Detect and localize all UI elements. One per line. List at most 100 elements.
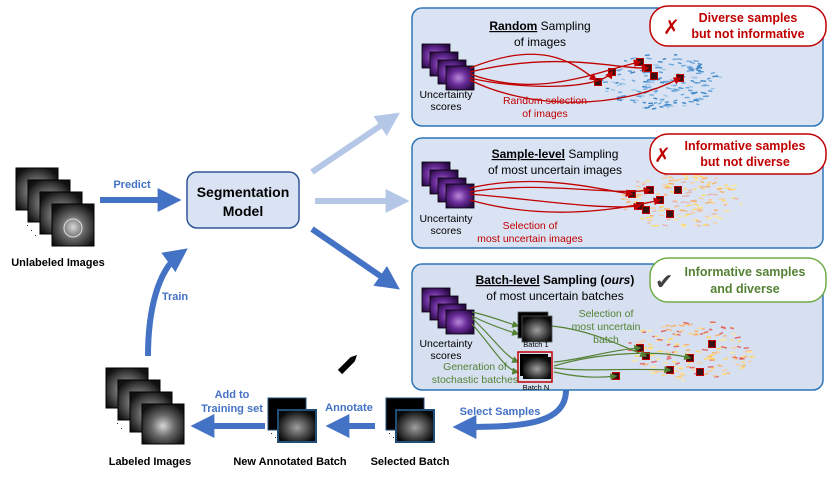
embedding-point — [683, 177, 689, 181]
embedding-point — [718, 338, 725, 342]
embedding-point — [676, 58, 683, 61]
embedding-point — [688, 323, 693, 326]
embedding-point — [708, 354, 715, 357]
embedding-point — [660, 329, 667, 333]
embedding-point — [696, 206, 703, 209]
embedding-point — [710, 367, 715, 370]
embedding-point — [656, 357, 661, 361]
selected-batch-label: Selected Batch — [371, 456, 450, 468]
embedding-point — [734, 336, 741, 339]
embedding-point — [648, 104, 654, 107]
embedding-point — [650, 365, 657, 369]
embedding-point — [673, 99, 678, 103]
embedding-point — [687, 188, 693, 192]
annotate-label: Annotate — [325, 402, 373, 414]
pencil-icon — [337, 355, 357, 375]
batch-uncertainty-line2: scores — [431, 350, 462, 362]
embedding-point — [680, 93, 685, 96]
embedding-point — [667, 176, 672, 179]
embedding-point — [683, 187, 688, 191]
embedding-point — [660, 99, 664, 103]
embedding-point — [635, 185, 641, 188]
embedding-point — [677, 214, 682, 218]
select-samples-label: Select Samples — [460, 406, 541, 418]
embedding-point — [653, 97, 658, 100]
embedding-point — [710, 202, 716, 205]
embedding-point — [692, 188, 697, 191]
embedding-point — [642, 71, 649, 74]
new-annotated-batch-label: New Annotated Batch — [233, 456, 347, 468]
embedding-point — [659, 205, 665, 208]
embedding-point — [696, 209, 702, 212]
embedding-point — [688, 67, 692, 70]
sample-badge-line1: Informative samples — [685, 139, 806, 153]
embedding-point — [716, 216, 723, 220]
sample-uncertainty-line2: scores — [431, 225, 462, 237]
embedding-point — [655, 224, 660, 227]
model-to-random-arrow — [310, 112, 400, 175]
embedding-point — [664, 100, 670, 104]
embedding-point — [640, 217, 645, 220]
batch-level-panel: Batch-level Sampling (ours) of most unce… — [411, 257, 827, 392]
embedding-point — [649, 354, 656, 357]
embedding-point — [666, 355, 671, 359]
embedding-point — [646, 57, 652, 60]
embedding-point — [748, 360, 752, 363]
embedding-point — [675, 369, 680, 373]
embedding-point — [673, 88, 680, 91]
embedding-point — [694, 332, 700, 335]
embedding-point — [697, 220, 702, 224]
embedding-point — [692, 91, 698, 95]
embedding-point — [674, 333, 678, 336]
embedding-point — [666, 217, 671, 221]
embedding-point — [701, 185, 708, 188]
embedding-point — [616, 98, 623, 102]
embedding-point — [675, 362, 680, 365]
embedding-point — [661, 68, 666, 71]
selected-sample-marker — [666, 210, 674, 218]
embedding-point — [711, 181, 717, 185]
random-title-underlined: Random — [489, 19, 537, 33]
embedding-point — [703, 330, 709, 334]
embedding-point — [642, 106, 648, 109]
unlabeled-images-stack: · · · — [15, 167, 95, 247]
embedding-point — [692, 208, 697, 211]
embedding-point — [678, 329, 685, 332]
embedding-point — [646, 221, 651, 225]
embedding-point — [723, 210, 730, 213]
select-samples-arrow — [452, 389, 569, 439]
embedding-point — [736, 345, 742, 349]
embedding-point — [700, 180, 705, 184]
embedding-point — [710, 87, 715, 90]
train-label: Train — [162, 291, 189, 303]
embedding-point — [654, 370, 661, 373]
svg-text:·: · — [274, 432, 277, 442]
new-annotated-batch-stack: · · — [267, 397, 317, 443]
embedding-point — [670, 178, 675, 182]
embedding-point — [643, 88, 648, 91]
embedding-point — [723, 368, 728, 372]
embedding-point — [682, 223, 687, 227]
sample-title-underlined: Sample-level — [492, 147, 565, 161]
batch-selection-line1: Selection of — [579, 308, 634, 320]
embedding-point — [696, 224, 701, 228]
embedding-point — [703, 357, 709, 361]
embedding-point — [681, 378, 686, 382]
embedding-point — [708, 79, 713, 82]
embedding-point — [689, 61, 696, 65]
embedding-point — [693, 81, 698, 84]
embedding-point — [692, 202, 699, 206]
embedding-point — [692, 98, 698, 102]
embedding-point — [656, 338, 663, 341]
embedding-point — [665, 184, 671, 188]
model-title-line2: Model — [223, 203, 263, 219]
embedding-point — [732, 355, 737, 358]
embedding-point — [712, 374, 718, 377]
embedding-point — [679, 373, 686, 377]
embedding-point — [701, 327, 705, 330]
svg-text:·: · — [120, 423, 123, 433]
embedding-point — [683, 321, 690, 325]
embedding-point — [659, 98, 665, 101]
embedding-point — [673, 218, 679, 221]
